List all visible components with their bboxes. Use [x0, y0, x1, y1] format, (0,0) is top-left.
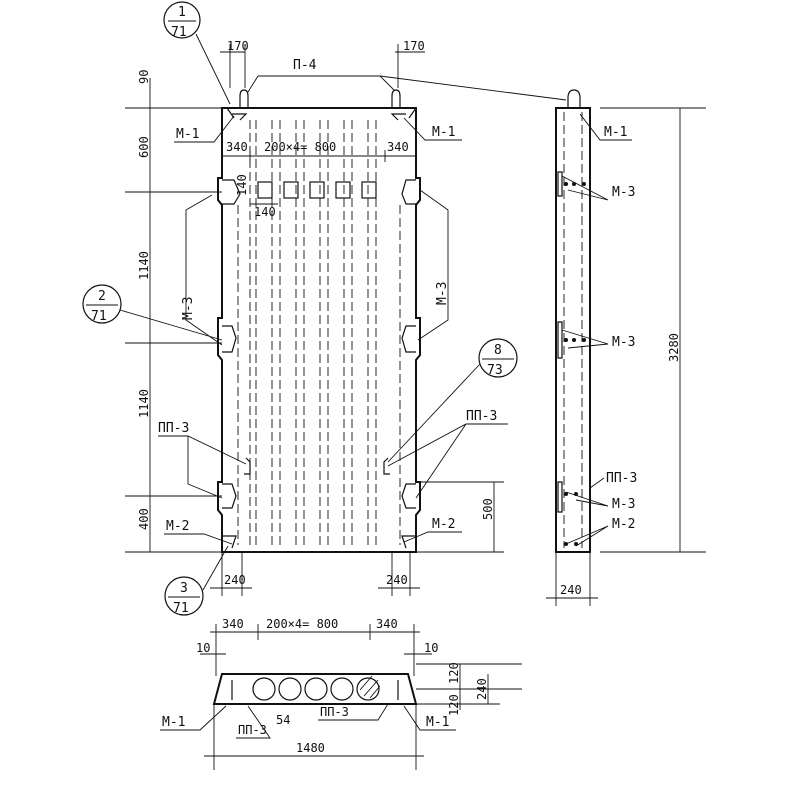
cross-section: 340 200×4= 800 340 10 10 120 120 240 М-1 [160, 617, 522, 770]
front-view: 170 170 П-4 1 71 М-1 М-1 340 200×4= 800 … [82, 1, 567, 616]
side-label-m3-mid: М-3 [612, 335, 635, 350]
dim-500: 500 [481, 498, 495, 520]
dim-340-right: 340 [387, 140, 409, 154]
notch-right-bottom [401, 535, 416, 549]
svg-text:2: 2 [98, 289, 106, 304]
dim-1140-upper: 1140 [137, 251, 151, 280]
callout-1-71: 1 71 [163, 1, 231, 105]
dim-240-side: 240 [560, 583, 582, 597]
label-pp3-right: ПП-3 [466, 409, 497, 424]
hollow-cores [249, 120, 377, 548]
cs-dim-340-left: 340 [222, 617, 244, 631]
label-p4: П-4 [293, 58, 317, 73]
notch-left-1 [222, 179, 241, 205]
label-m2-left: М-2 [166, 519, 189, 534]
pp3-loop-left [244, 457, 251, 475]
side-view: М-1 М-3 М-3 ПП-3 М-3 М-2 3280 240 [546, 89, 706, 606]
side-outline [555, 107, 591, 553]
leader-p4 [247, 75, 567, 101]
cs-dim-1480: 1480 [296, 741, 325, 755]
pp3-loop-right [383, 457, 390, 475]
cs-label-pp3-right: ПП-3 [320, 705, 349, 719]
panel-outline [217, 107, 421, 553]
cs-label-pp3-left: ПП-3 [238, 723, 267, 737]
label-m3-right: М-3 [435, 282, 450, 305]
cs-dim-10-right: 10 [424, 641, 438, 655]
cs-hollow-cores [252, 675, 381, 701]
cs-label-m1-right: М-1 [426, 715, 449, 730]
svg-text:71: 71 [171, 25, 187, 40]
dim-340-left: 340 [226, 140, 248, 154]
top-chamfer [226, 107, 417, 119]
dim-400: 400 [137, 508, 151, 530]
callout-8-73: 8 73 [387, 338, 518, 463]
m1-plate-right [390, 113, 406, 121]
dim-170-right: 170 [403, 39, 425, 53]
dim-200x4-800: 200×4= 800 [264, 140, 336, 154]
m1-plate-left [232, 113, 248, 121]
cs-dim-54: 54 [276, 713, 290, 727]
side-label-m2: М-2 [612, 517, 635, 532]
cs-dim-240: 240 [475, 678, 489, 700]
callout-2-71: 2 71 [82, 284, 223, 341]
notch-left-2 [222, 325, 237, 353]
notch-right-1 [401, 179, 416, 205]
side-label-m3-bottom: М-3 [612, 497, 635, 512]
dim-3280: 3280 [667, 333, 681, 362]
notch-left-bottom [222, 535, 237, 549]
dim-140-vertical: 140 [235, 174, 249, 196]
callout-3-71: 3 71 [164, 545, 229, 616]
cs-dim-200x4-800: 200×4= 800 [266, 617, 338, 631]
svg-text:1: 1 [178, 5, 186, 20]
notch-right-3 [401, 483, 416, 509]
dim-240-left: 240 [224, 573, 246, 587]
label-m2-right: М-2 [432, 517, 455, 532]
svg-text:8: 8 [494, 343, 502, 358]
side-lifting-loop [567, 89, 581, 108]
notch-right-2 [401, 325, 416, 353]
label-pp3-left: ПП-3 [158, 421, 189, 436]
dim-600: 600 [137, 136, 151, 158]
svg-text:73: 73 [487, 363, 503, 378]
cs-dim-120-bottom: 120 [447, 694, 461, 716]
label-m1-right: М-1 [432, 125, 455, 140]
dim-90: 90 [137, 70, 151, 84]
svg-text:71: 71 [173, 601, 189, 616]
dim-240-right: 240 [386, 573, 408, 587]
svg-text:71: 71 [91, 309, 107, 324]
notch-left-3 [222, 483, 237, 509]
side-label-m1: М-1 [604, 125, 627, 140]
dim-1140-lower: 1140 [137, 389, 151, 418]
lifting-loop-left [239, 89, 249, 108]
svg-text:3: 3 [180, 581, 188, 596]
cs-dim-10-left: 10 [196, 641, 210, 655]
square-openings [257, 181, 377, 199]
cs-dim-340-right: 340 [376, 617, 398, 631]
dim-170-left: 170 [227, 39, 249, 53]
lifting-loop-right [391, 89, 401, 108]
label-m1-left: М-1 [176, 127, 199, 142]
cs-dim-120-top: 120 [447, 662, 461, 684]
cs-label-m1-left: М-1 [162, 715, 185, 730]
label-m3-left: М-3 [181, 297, 196, 320]
side-label-m3-top: М-3 [612, 185, 635, 200]
dim-140-horizontal: 140 [254, 205, 276, 219]
side-label-pp3: ПП-3 [606, 471, 637, 486]
